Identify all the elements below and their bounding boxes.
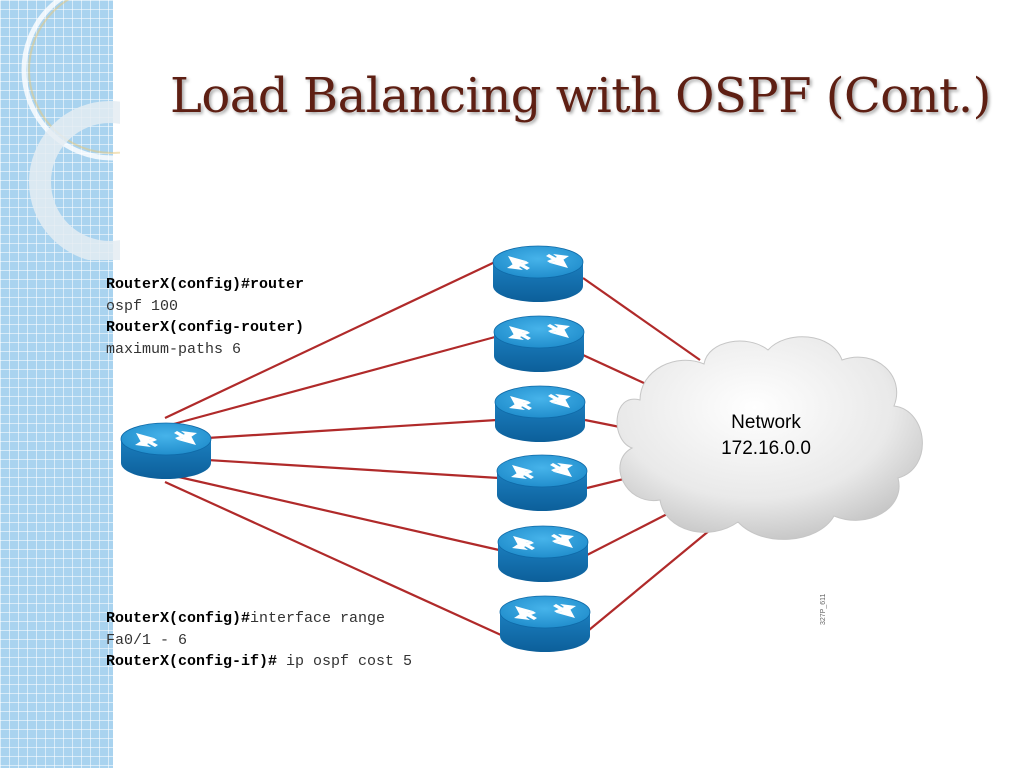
config-prompt: RouterX(config-if)# xyxy=(106,653,278,670)
link-r5-cloud xyxy=(586,509,676,556)
config-line: RouterX(config-router) xyxy=(106,319,305,336)
config-command: ip ospf cost 5 xyxy=(277,653,413,670)
link-left-r3 xyxy=(174,418,498,442)
link-r6-cloud xyxy=(588,529,711,631)
link-left-r5 xyxy=(169,473,500,552)
link-left-r2 xyxy=(169,335,496,427)
links xyxy=(164,261,711,637)
decorative-rings xyxy=(21,0,120,260)
router-icon xyxy=(493,315,585,373)
config-line: Fa0/1 - 6 xyxy=(106,631,188,649)
router-icon xyxy=(497,525,589,583)
link-left-r4 xyxy=(174,456,500,480)
router-icon xyxy=(120,422,212,480)
network-address: 172.16.0.0 xyxy=(721,438,811,459)
diagram-id: 327P_611 xyxy=(820,593,827,625)
network-label: Network xyxy=(731,412,801,433)
router-icon xyxy=(496,454,588,512)
router-icon xyxy=(492,245,584,303)
link-left-r6 xyxy=(164,480,502,637)
config-line: ospf 100 xyxy=(106,297,179,315)
config-line: maximum-paths 6 xyxy=(106,340,242,358)
config-block-bottom: RouterX(config)#interface range Fa0/1 - … xyxy=(106,608,412,673)
config-line: RouterX(config)#router xyxy=(106,276,305,293)
link-left-r1 xyxy=(164,261,496,419)
page-title: Load Balancing with OSPF (Cont.) xyxy=(170,68,991,124)
config-prompt: RouterX(config)# xyxy=(106,610,251,627)
router-icon xyxy=(494,385,586,443)
router-icon xyxy=(499,595,591,653)
config-command: interface range xyxy=(250,610,386,627)
cloud-icon xyxy=(616,336,923,540)
link-r1-cloud xyxy=(582,277,701,361)
config-block-top: RouterX(config)#router ospf 100 RouterX(… xyxy=(106,274,304,360)
